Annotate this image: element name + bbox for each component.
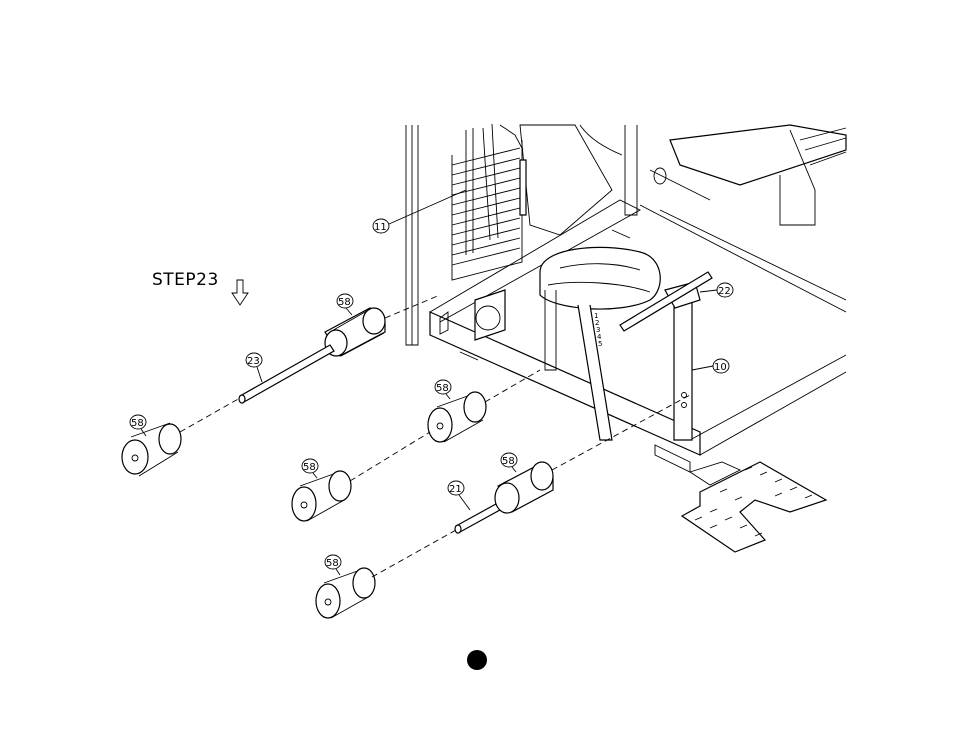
callout-10: 10 — [692, 359, 729, 373]
callout-58d-text: 58 — [303, 462, 316, 473]
callout-21: 21 — [448, 481, 470, 510]
scale-mark-5: 5 — [598, 340, 602, 348]
roller-58-on-rod — [495, 462, 553, 513]
callout-58a: 58 — [337, 294, 353, 315]
step-label: STEP23 — [152, 270, 219, 290]
down-arrow-icon — [232, 280, 248, 305]
roller-58-bottom — [316, 568, 375, 618]
callout-58e-text: 58 — [502, 456, 515, 467]
roller-58-middle — [428, 392, 486, 442]
callout-58b-text: 58 — [131, 418, 144, 429]
foot-plate — [682, 462, 826, 552]
callout-23: 23 — [246, 353, 262, 382]
callout-23-text: 23 — [247, 356, 260, 367]
callout-22-text: 22 — [718, 286, 731, 297]
roller-58-upper — [325, 308, 385, 356]
callout-58e: 58 — [501, 453, 517, 472]
callout-58c: 58 — [435, 380, 451, 399]
callout-10-text: 10 — [714, 362, 727, 373]
callout-58d: 58 — [302, 459, 318, 478]
callout-58f: 58 — [325, 555, 341, 575]
callout-21-text: 21 — [449, 484, 462, 495]
rod-23 — [239, 345, 334, 403]
roller-58-left — [122, 423, 182, 476]
callout-58f-text: 58 — [326, 558, 339, 569]
callout-11-text: 11 — [374, 222, 387, 233]
callout-22: 22 — [700, 283, 733, 297]
roller-58-mid-left — [292, 471, 351, 521]
callout-58b: 58 — [130, 415, 146, 436]
callout-58c-text: 58 — [436, 383, 449, 394]
callout-58a-text: 58 — [338, 297, 351, 308]
page-marker-dot — [467, 650, 487, 670]
